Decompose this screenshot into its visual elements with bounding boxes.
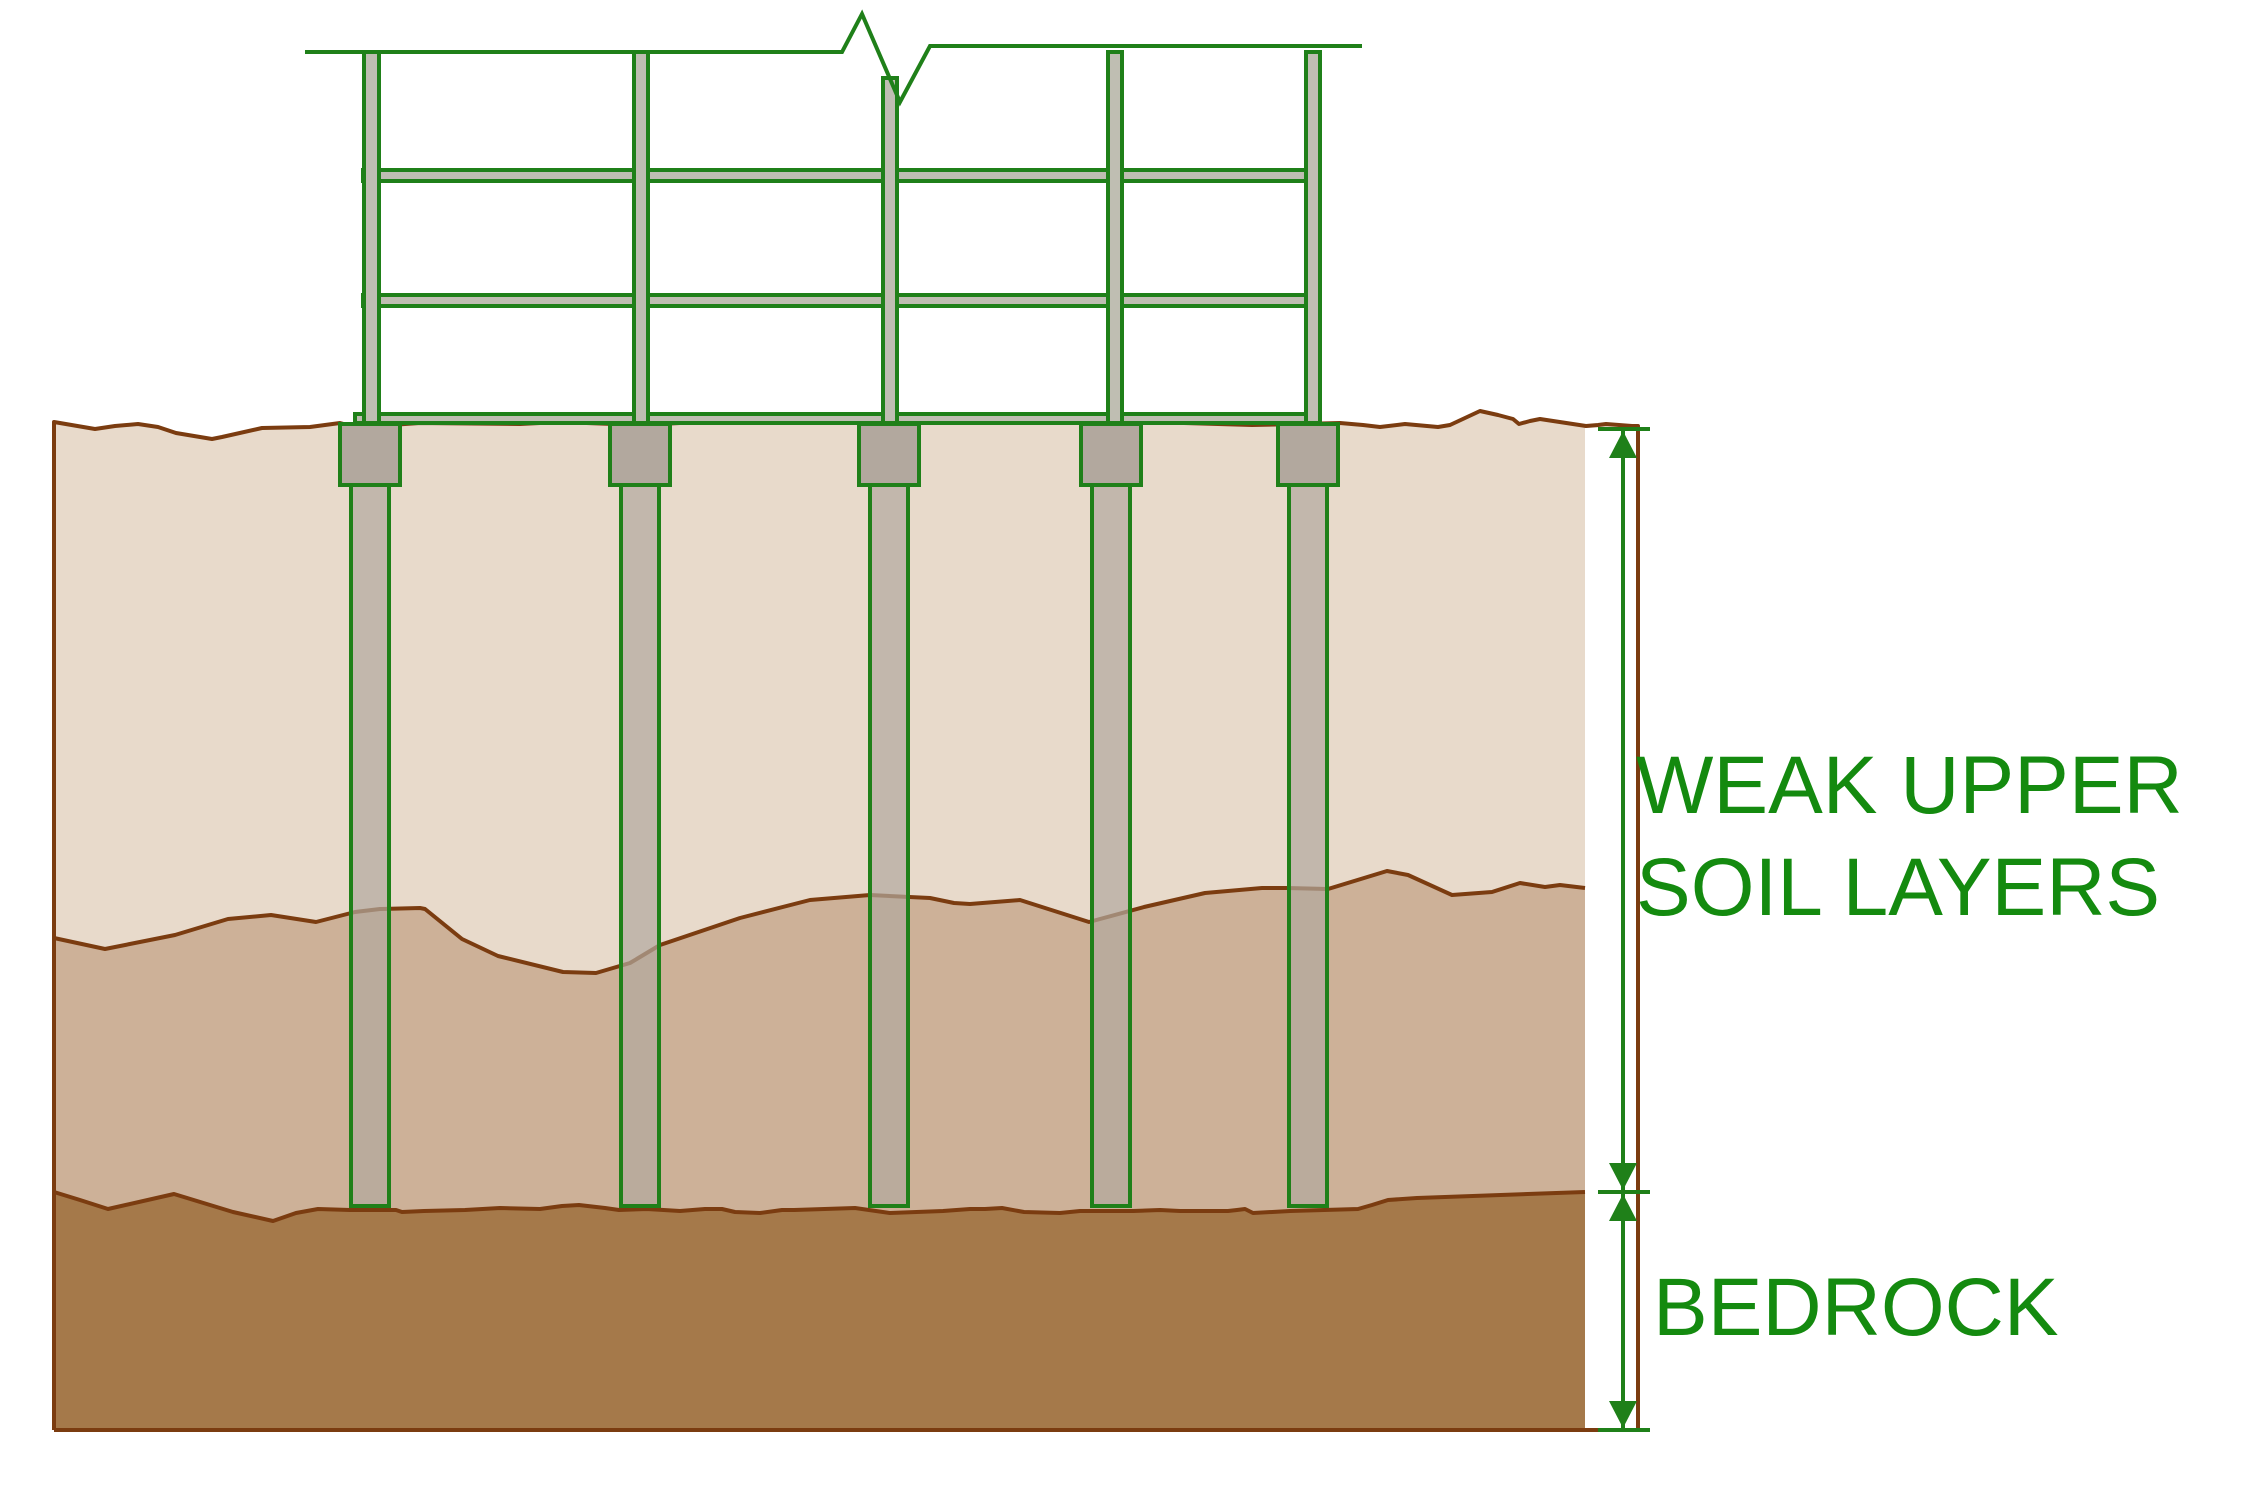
column-2 (632, 50, 650, 425)
pile-4-shaft (1090, 483, 1132, 1208)
pile-3-shaft (868, 483, 910, 1208)
piles (338, 422, 1340, 1208)
weak-soil-label-line1: WEAK UPPER (1636, 740, 2183, 831)
upper-soil-layer (54, 411, 1638, 973)
grade-beam (353, 412, 1312, 425)
floor-beam-1 (361, 168, 1320, 183)
middle-soil-fill (54, 871, 1585, 1221)
pile-1-shaft (349, 483, 391, 1208)
column-1 (362, 50, 381, 425)
pile-4-cap (1079, 422, 1143, 487)
column-3 (881, 76, 899, 425)
pile-2-shaft (619, 483, 661, 1208)
upper-soil-fill (54, 411, 1638, 973)
pile-5-shaft (1287, 483, 1329, 1208)
building-frame (305, 9, 1362, 425)
arrow-down-icon (1609, 1163, 1637, 1190)
weak-soil-label-line2: SOIL LAYERS (1636, 842, 2161, 933)
pile-3-cap (857, 422, 921, 487)
pile-5-cap (1276, 422, 1340, 487)
middle-bedrock-boundary (53, 1190, 1586, 1223)
pile-2-cap (608, 422, 672, 487)
column-5 (1304, 50, 1322, 425)
bedrock-fill (54, 1192, 1585, 1430)
pile-1-cap (338, 422, 402, 487)
arrow-up-icon (1609, 1194, 1637, 1221)
bedrock-label: BEDROCK (1653, 1262, 2059, 1353)
floor-beam-2 (361, 293, 1320, 308)
arrow-up-icon (1609, 431, 1637, 458)
dimension-lines (1598, 427, 1650, 1432)
bedrock-layer (54, 1192, 1585, 1430)
middle-soil-layer (54, 871, 1585, 1221)
roof-line-break (305, 9, 1362, 107)
column-4 (1106, 50, 1124, 425)
arrow-down-icon (1609, 1401, 1637, 1428)
